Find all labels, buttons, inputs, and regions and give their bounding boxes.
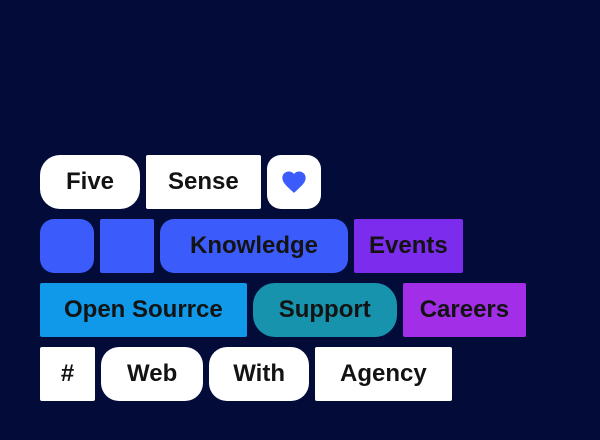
chip-careers[interactable]: Careers: [402, 283, 527, 337]
chip-with[interactable]: With: [209, 347, 309, 401]
chip-events[interactable]: Events: [354, 219, 463, 273]
chip-agency[interactable]: Agency: [315, 347, 452, 401]
chip-five[interactable]: Five: [40, 155, 141, 209]
chip-row-4: # Web With Agency: [40, 347, 526, 401]
chip-support[interactable]: Support: [252, 283, 397, 337]
chip-board: Five Sense Knowledge Events Open Sourrce…: [40, 155, 527, 401]
chip-knowledge[interactable]: Knowledge: [160, 219, 349, 273]
like-button[interactable]: [266, 155, 321, 209]
blue-square-sharp: [100, 219, 154, 273]
blue-square-rounded: [40, 219, 94, 273]
heart-icon: [280, 168, 308, 196]
chip-open-source[interactable]: Open Sourrce: [40, 283, 247, 337]
chip-row-1: Five Sense: [40, 155, 526, 209]
chip-sense[interactable]: Sense: [146, 155, 261, 209]
chip-row-3: Open Sourrce Support Careers: [40, 283, 527, 337]
chip-web[interactable]: Web: [101, 347, 204, 401]
chip-hash[interactable]: #: [40, 347, 95, 401]
chip-row-2: Knowledge Events: [40, 219, 526, 273]
